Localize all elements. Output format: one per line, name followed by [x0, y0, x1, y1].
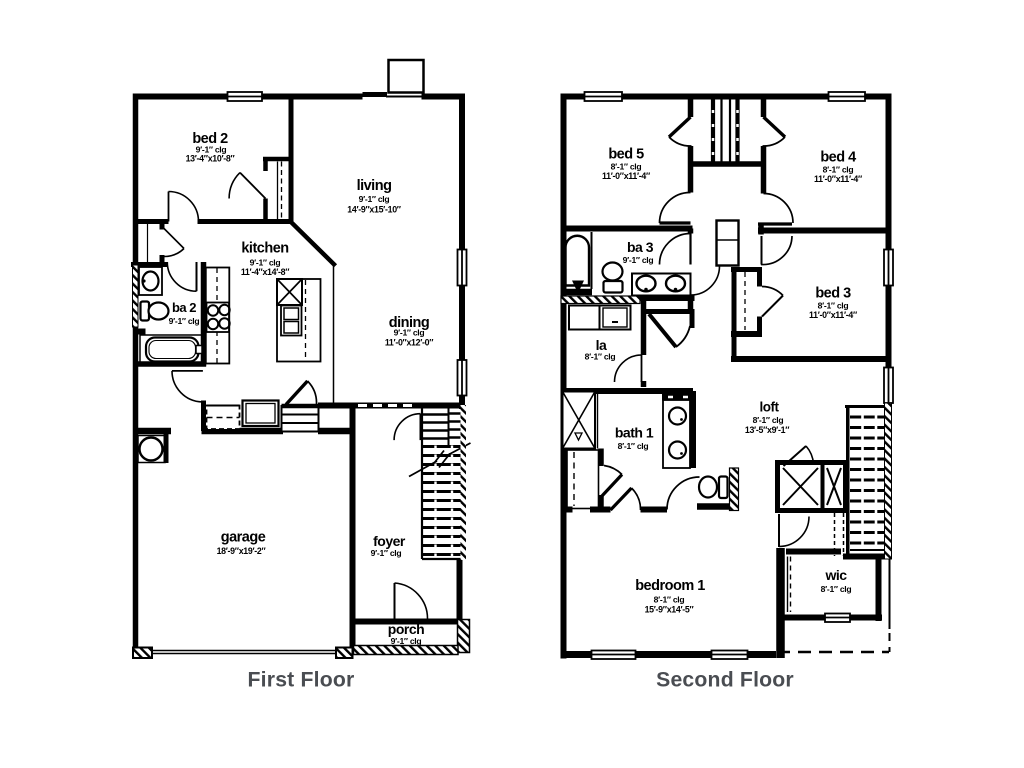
svg-text:kitchen: kitchen	[241, 241, 288, 257]
svg-text:ba 3: ba 3	[627, 239, 654, 255]
svg-text:11′-0″x11′-4″: 11′-0″x11′-4″	[809, 310, 858, 320]
svg-text:wic: wic	[824, 567, 847, 583]
svg-text:living: living	[357, 178, 392, 194]
svg-text:11′-0″x11′-4″: 11′-0″x11′-4″	[602, 171, 651, 181]
svg-text:ba 2: ba 2	[172, 300, 196, 315]
svg-text:Second Floor: Second Floor	[656, 669, 794, 692]
svg-text:8′-1″ clg: 8′-1″ clg	[618, 441, 649, 451]
svg-text:bed 4: bed 4	[820, 150, 856, 166]
svg-text:8′-1″ clg: 8′-1″ clg	[654, 595, 685, 605]
svg-text:foyer: foyer	[373, 533, 406, 549]
svg-text:8′-1″ clg: 8′-1″ clg	[753, 415, 784, 425]
svg-text:9′-1″ clg: 9′-1″ clg	[169, 316, 200, 326]
svg-text:8′-1″ clg: 8′-1″ clg	[821, 584, 852, 594]
svg-text:11′-4″x14′-8″: 11′-4″x14′-8″	[241, 267, 290, 277]
svg-text:dining: dining	[389, 315, 430, 331]
svg-text:8′-1″ clg: 8′-1″ clg	[823, 165, 854, 175]
svg-text:9′-1″ clg: 9′-1″ clg	[250, 258, 281, 268]
svg-text:bed 5: bed 5	[608, 147, 644, 163]
svg-text:9′-1″ clg: 9′-1″ clg	[359, 194, 390, 204]
svg-text:8′-1″ clg: 8′-1″ clg	[818, 301, 849, 311]
svg-text:11′-0″x11′-4″: 11′-0″x11′-4″	[814, 174, 863, 184]
svg-text:la: la	[596, 337, 607, 353]
svg-text:9′-1″ clg: 9′-1″ clg	[394, 328, 425, 338]
svg-text:loft: loft	[760, 400, 780, 415]
svg-text:9′-1″ clg: 9′-1″ clg	[623, 255, 654, 265]
svg-text:9′-1″ clg: 9′-1″ clg	[196, 145, 227, 155]
svg-text:14′-9″x15′-10″: 14′-9″x15′-10″	[347, 205, 402, 215]
svg-text:13′-5″x9′-1″: 13′-5″x9′-1″	[745, 425, 790, 435]
svg-text:8′-1″ clg: 8′-1″ clg	[585, 352, 616, 362]
svg-text:13′-4″x10′-8″: 13′-4″x10′-8″	[186, 154, 236, 164]
svg-text:porch: porch	[388, 621, 424, 637]
svg-text:garage: garage	[221, 530, 266, 546]
svg-text:15′-9″x14′-5″: 15′-9″x14′-5″	[645, 605, 695, 615]
svg-text:11′-0″x12′-0″: 11′-0″x12′-0″	[385, 338, 434, 348]
svg-text:9′-1″ clg: 9′-1″ clg	[391, 636, 422, 646]
svg-text:18′-9″x19′-2″: 18′-9″x19′-2″	[217, 546, 267, 556]
svg-text:8′-1″ clg: 8′-1″ clg	[611, 162, 642, 172]
svg-text:bedroom 1: bedroom 1	[635, 578, 705, 594]
svg-text:bed 3: bed 3	[815, 286, 851, 302]
svg-text:bed 2: bed 2	[192, 131, 228, 147]
svg-text:9′-1″ clg: 9′-1″ clg	[371, 548, 402, 558]
svg-text:First Floor: First Floor	[248, 669, 355, 692]
svg-text:bath 1: bath 1	[615, 425, 654, 441]
